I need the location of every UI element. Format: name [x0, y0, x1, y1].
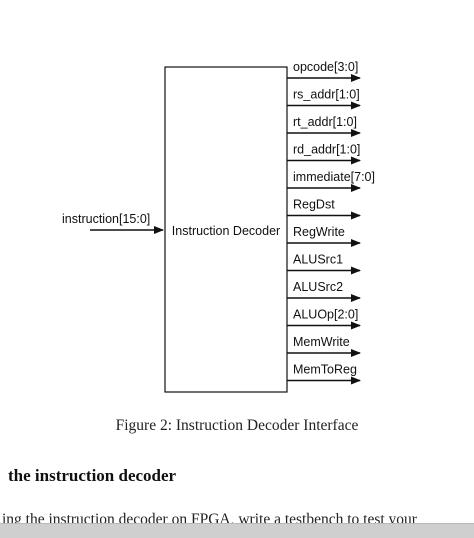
output-signal-label: MemWrite [293, 335, 350, 349]
output-signal-label: ALUSrc2 [293, 280, 343, 294]
output-signal-label: RegDst [293, 198, 335, 212]
section-heading: the instruction decoder [8, 466, 177, 485]
output-signals: opcode[3:0] rs_addr[1:0] rt_addr[1:0] rd_ad… [287, 60, 375, 385]
decoder-box-label: Instruction Decoder [172, 224, 280, 238]
body-text-line: ing the instruction decoder on FPGA, wri… [2, 511, 417, 523]
figure-caption: Figure 2: Instruction Decoder Interface [115, 417, 359, 434]
output-signal-label: ALUSrc1 [293, 253, 343, 267]
instruction-decoder-diagram: Instruction Decoder instruction[15:0] op… [62, 60, 375, 393]
horizontal-scrollbar[interactable] [0, 523, 474, 538]
decoder-box [164, 66, 288, 393]
output-signal-label: rt_addr[1:0] [293, 115, 357, 129]
output-signal-label: rd_addr[1:0] [293, 143, 360, 157]
output-signal-label: immediate[7:0] [293, 170, 375, 184]
input-signal-label: instruction[15:0] [62, 212, 150, 226]
output-signal-label: MemToReg [293, 363, 357, 377]
output-signal-label: ALUOp[2:0] [293, 308, 358, 322]
output-signal-label: opcode[3:0] [293, 60, 358, 74]
output-signal-label: rs_addr[1:0] [293, 88, 360, 102]
output-signal-label: RegWrite [293, 225, 345, 239]
